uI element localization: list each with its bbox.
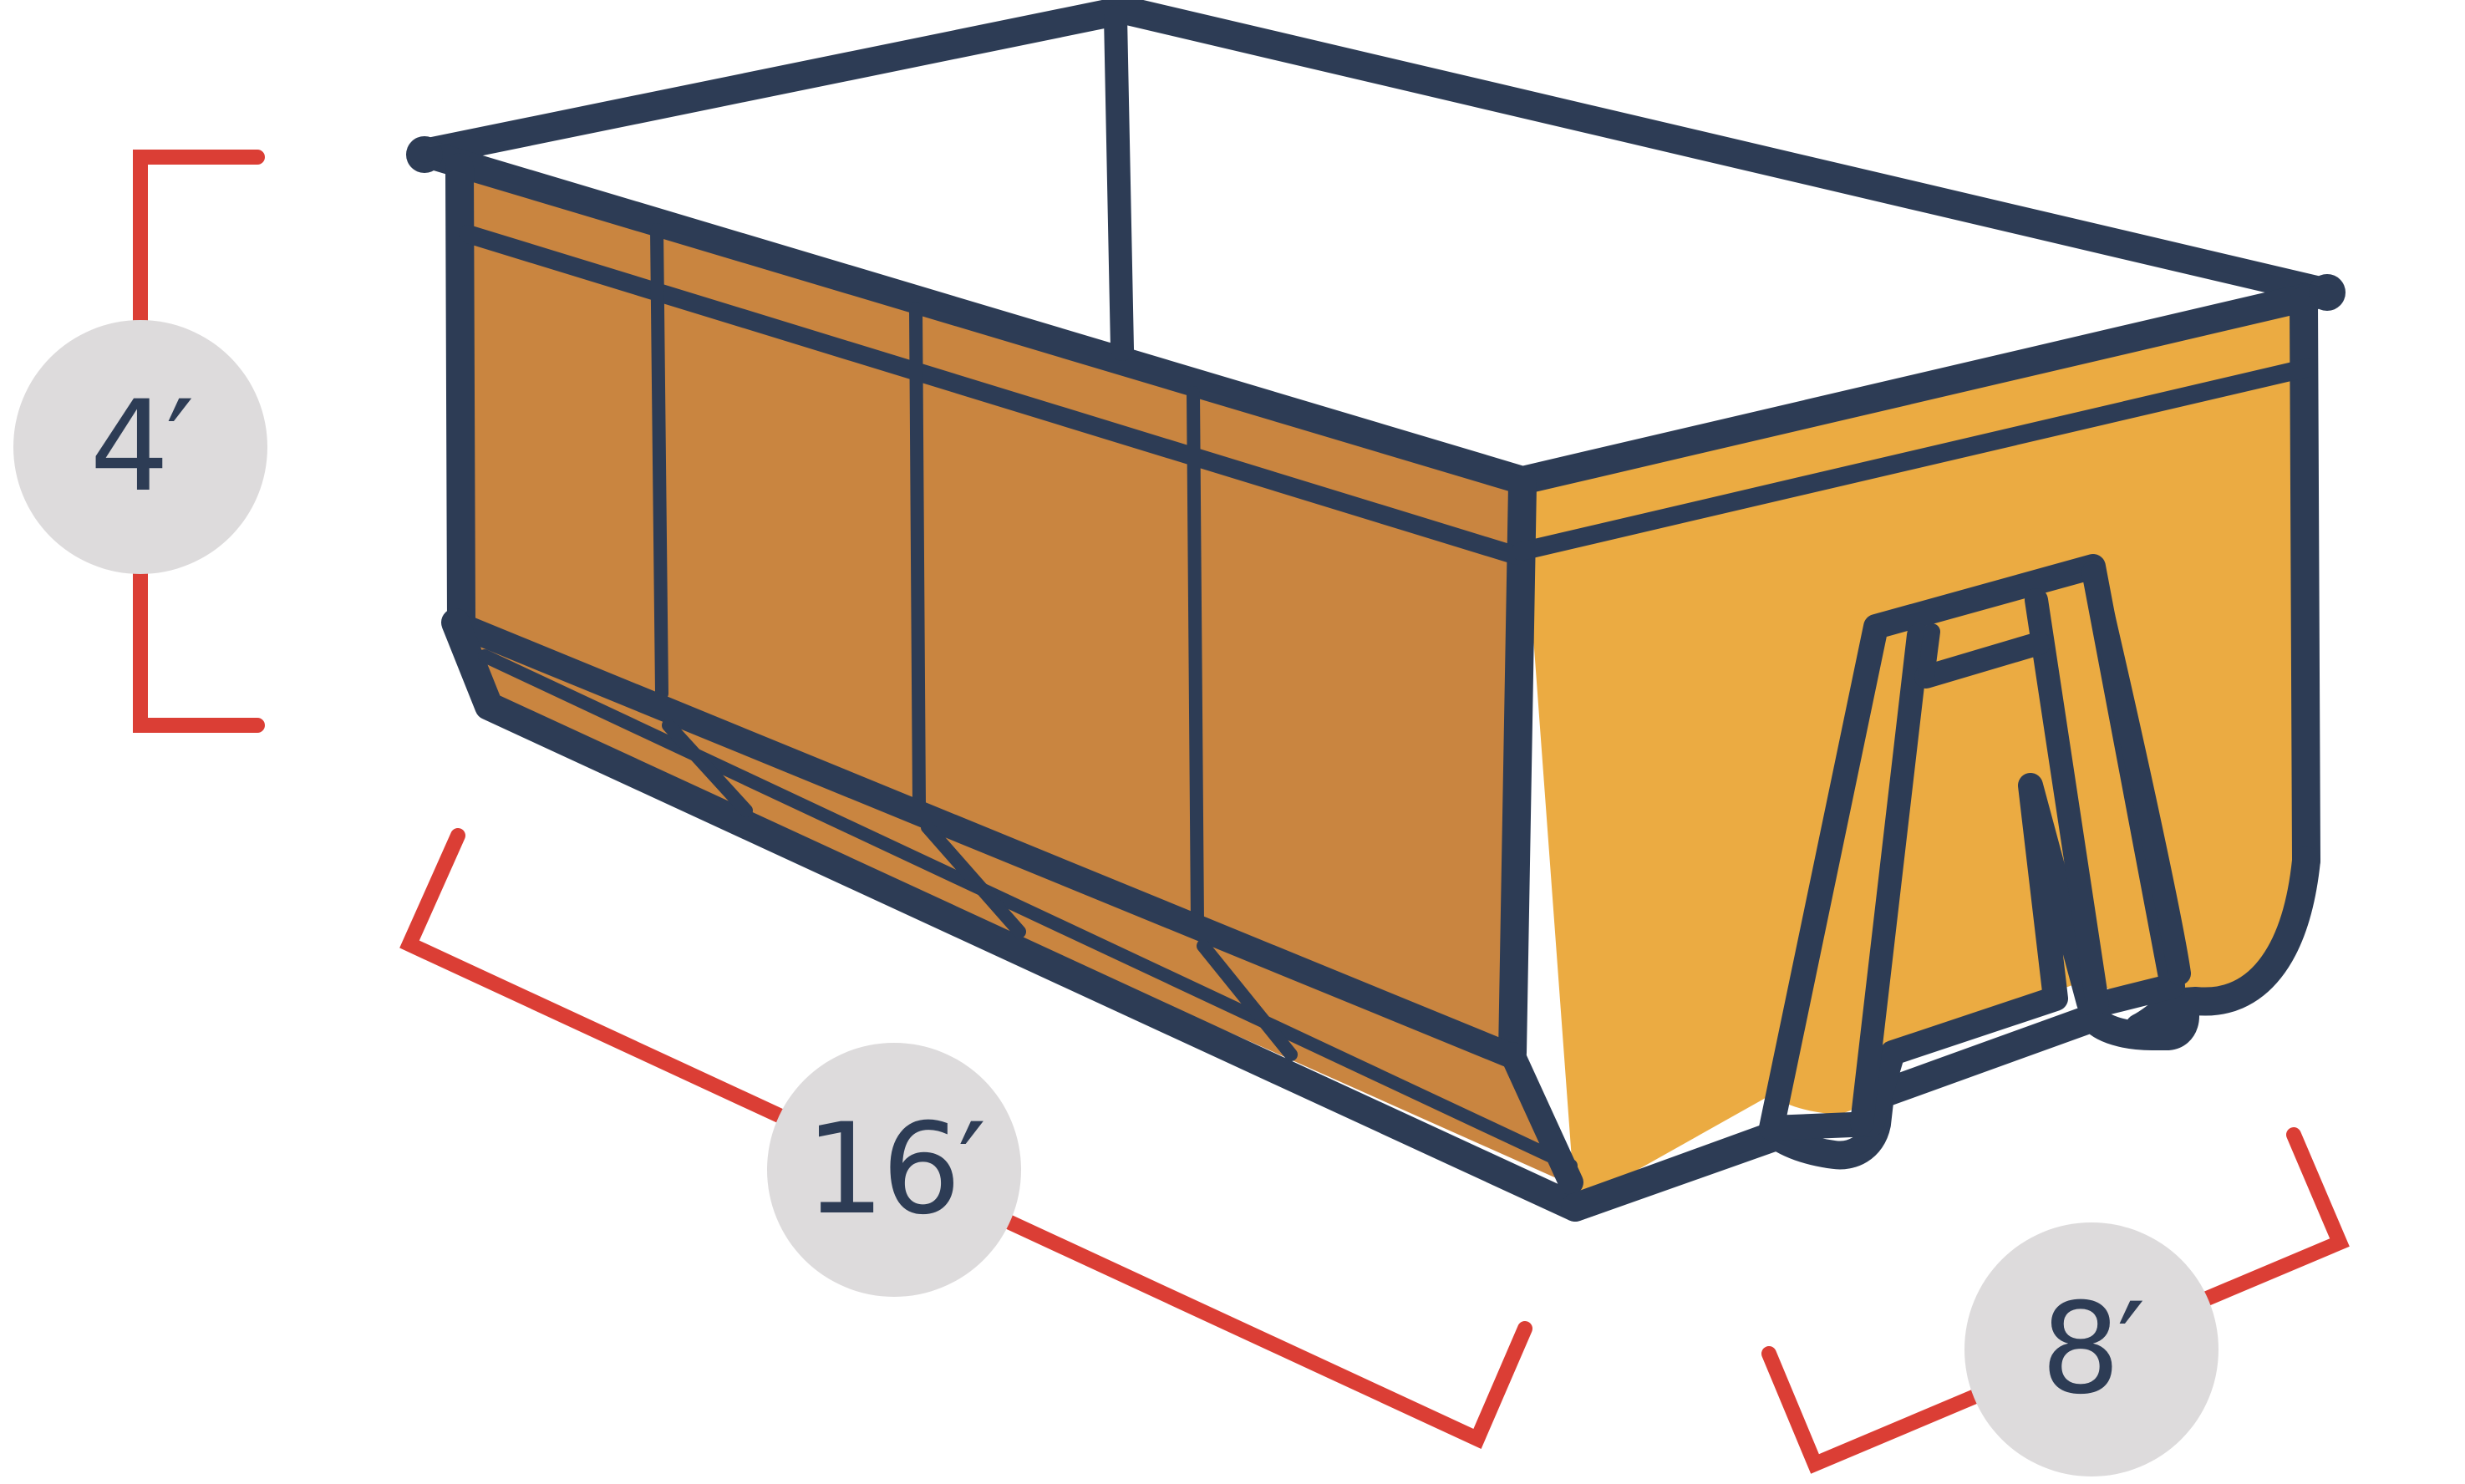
rim-cap-right (2309, 274, 2346, 311)
side-rib-3 (1187, 386, 1204, 930)
skid-brace-3 (1197, 939, 1298, 1061)
door-inner-bar (1918, 623, 1940, 685)
length-dimension-text: 16′ (805, 1097, 987, 1243)
side-top-rail (459, 225, 1526, 565)
door-outer-edge (2081, 561, 2191, 985)
side-rib-1 (650, 223, 668, 700)
door-right-stile (2025, 588, 2109, 1014)
right-corner-post (2290, 287, 2320, 875)
end-top-rail (1512, 358, 2317, 561)
skid-brace-1 (662, 719, 753, 817)
rim-cap-left (406, 136, 443, 173)
door-cross-bar (1914, 632, 2051, 689)
dumpster-open-top (468, 29, 2218, 464)
width-dimension-text: 8′ (2041, 1277, 2145, 1422)
width-dimension-label: 8′ (1964, 1222, 2218, 1476)
left-corner-post (445, 153, 475, 637)
door-left-stile (1850, 623, 1930, 1136)
length-dimension-label: 16′ (767, 1043, 1021, 1297)
back-post (1104, 5, 1134, 361)
height-dimension-label: 4′ (13, 320, 267, 574)
dumpster-end-face (1522, 305, 2313, 1205)
front-skid-edge (1500, 1042, 1583, 1195)
side-rib-2 (909, 302, 926, 813)
front-corner-post (1498, 470, 1537, 1067)
skid-brace-2 (921, 821, 1026, 938)
height-dimension-text: 4′ (89, 374, 194, 520)
dumpster (406, 0, 2346, 1222)
side-skid-rail (478, 649, 1578, 1172)
side-bottom-rail (455, 616, 1527, 1070)
